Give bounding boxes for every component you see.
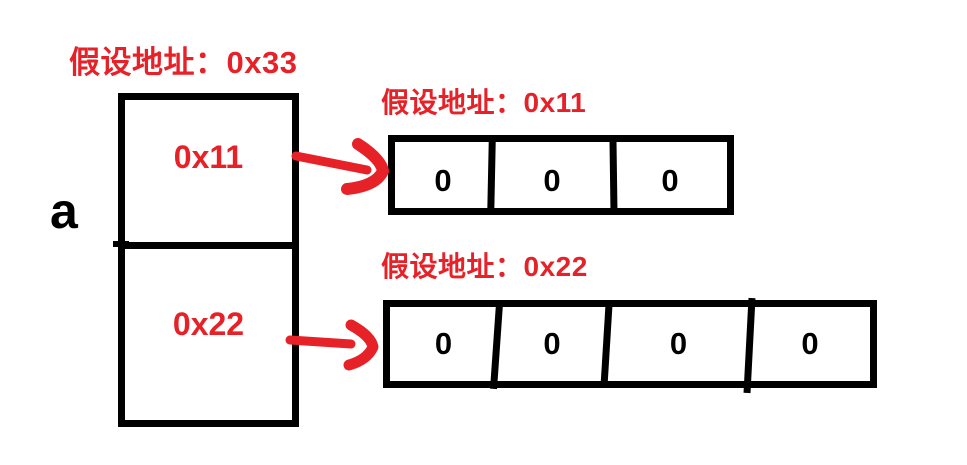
cell-divider xyxy=(609,139,618,215)
array-cell: 0 xyxy=(434,162,452,198)
variable-label-a: a xyxy=(50,183,78,239)
array-cell: 0 xyxy=(669,325,688,361)
int-array-0x11: 0 0 0 xyxy=(388,135,734,215)
pointer-cell-0x11-value: 0x11 xyxy=(173,138,244,175)
arrow-to-0x11-icon xyxy=(291,138,389,195)
pointer-cell-0x22-value: 0x22 xyxy=(172,306,245,342)
pointer-array-box: 0x11 0x22 xyxy=(113,93,299,427)
int-array-0x22: 0 0 0 0 xyxy=(383,297,877,394)
array-cell: 0 xyxy=(543,325,561,361)
array-cell: 0 xyxy=(543,162,561,198)
pointer-cell-0x11: 0x11 xyxy=(125,100,292,249)
address-label-0x22: 假设地址：0x22 xyxy=(381,251,588,282)
array-cell: 0 xyxy=(661,162,679,198)
arrow-to-0x22-icon xyxy=(285,319,379,371)
pointer-cell-0x22: 0x22 xyxy=(125,249,292,420)
address-label-0x33: 假设地址：0x33 xyxy=(69,45,298,80)
array-cell: 0 xyxy=(801,325,819,361)
box-divider-overhang xyxy=(113,241,129,247)
address-label-0x11: 假设地址：0x11 xyxy=(381,87,587,118)
array-cell: 0 xyxy=(434,325,453,361)
